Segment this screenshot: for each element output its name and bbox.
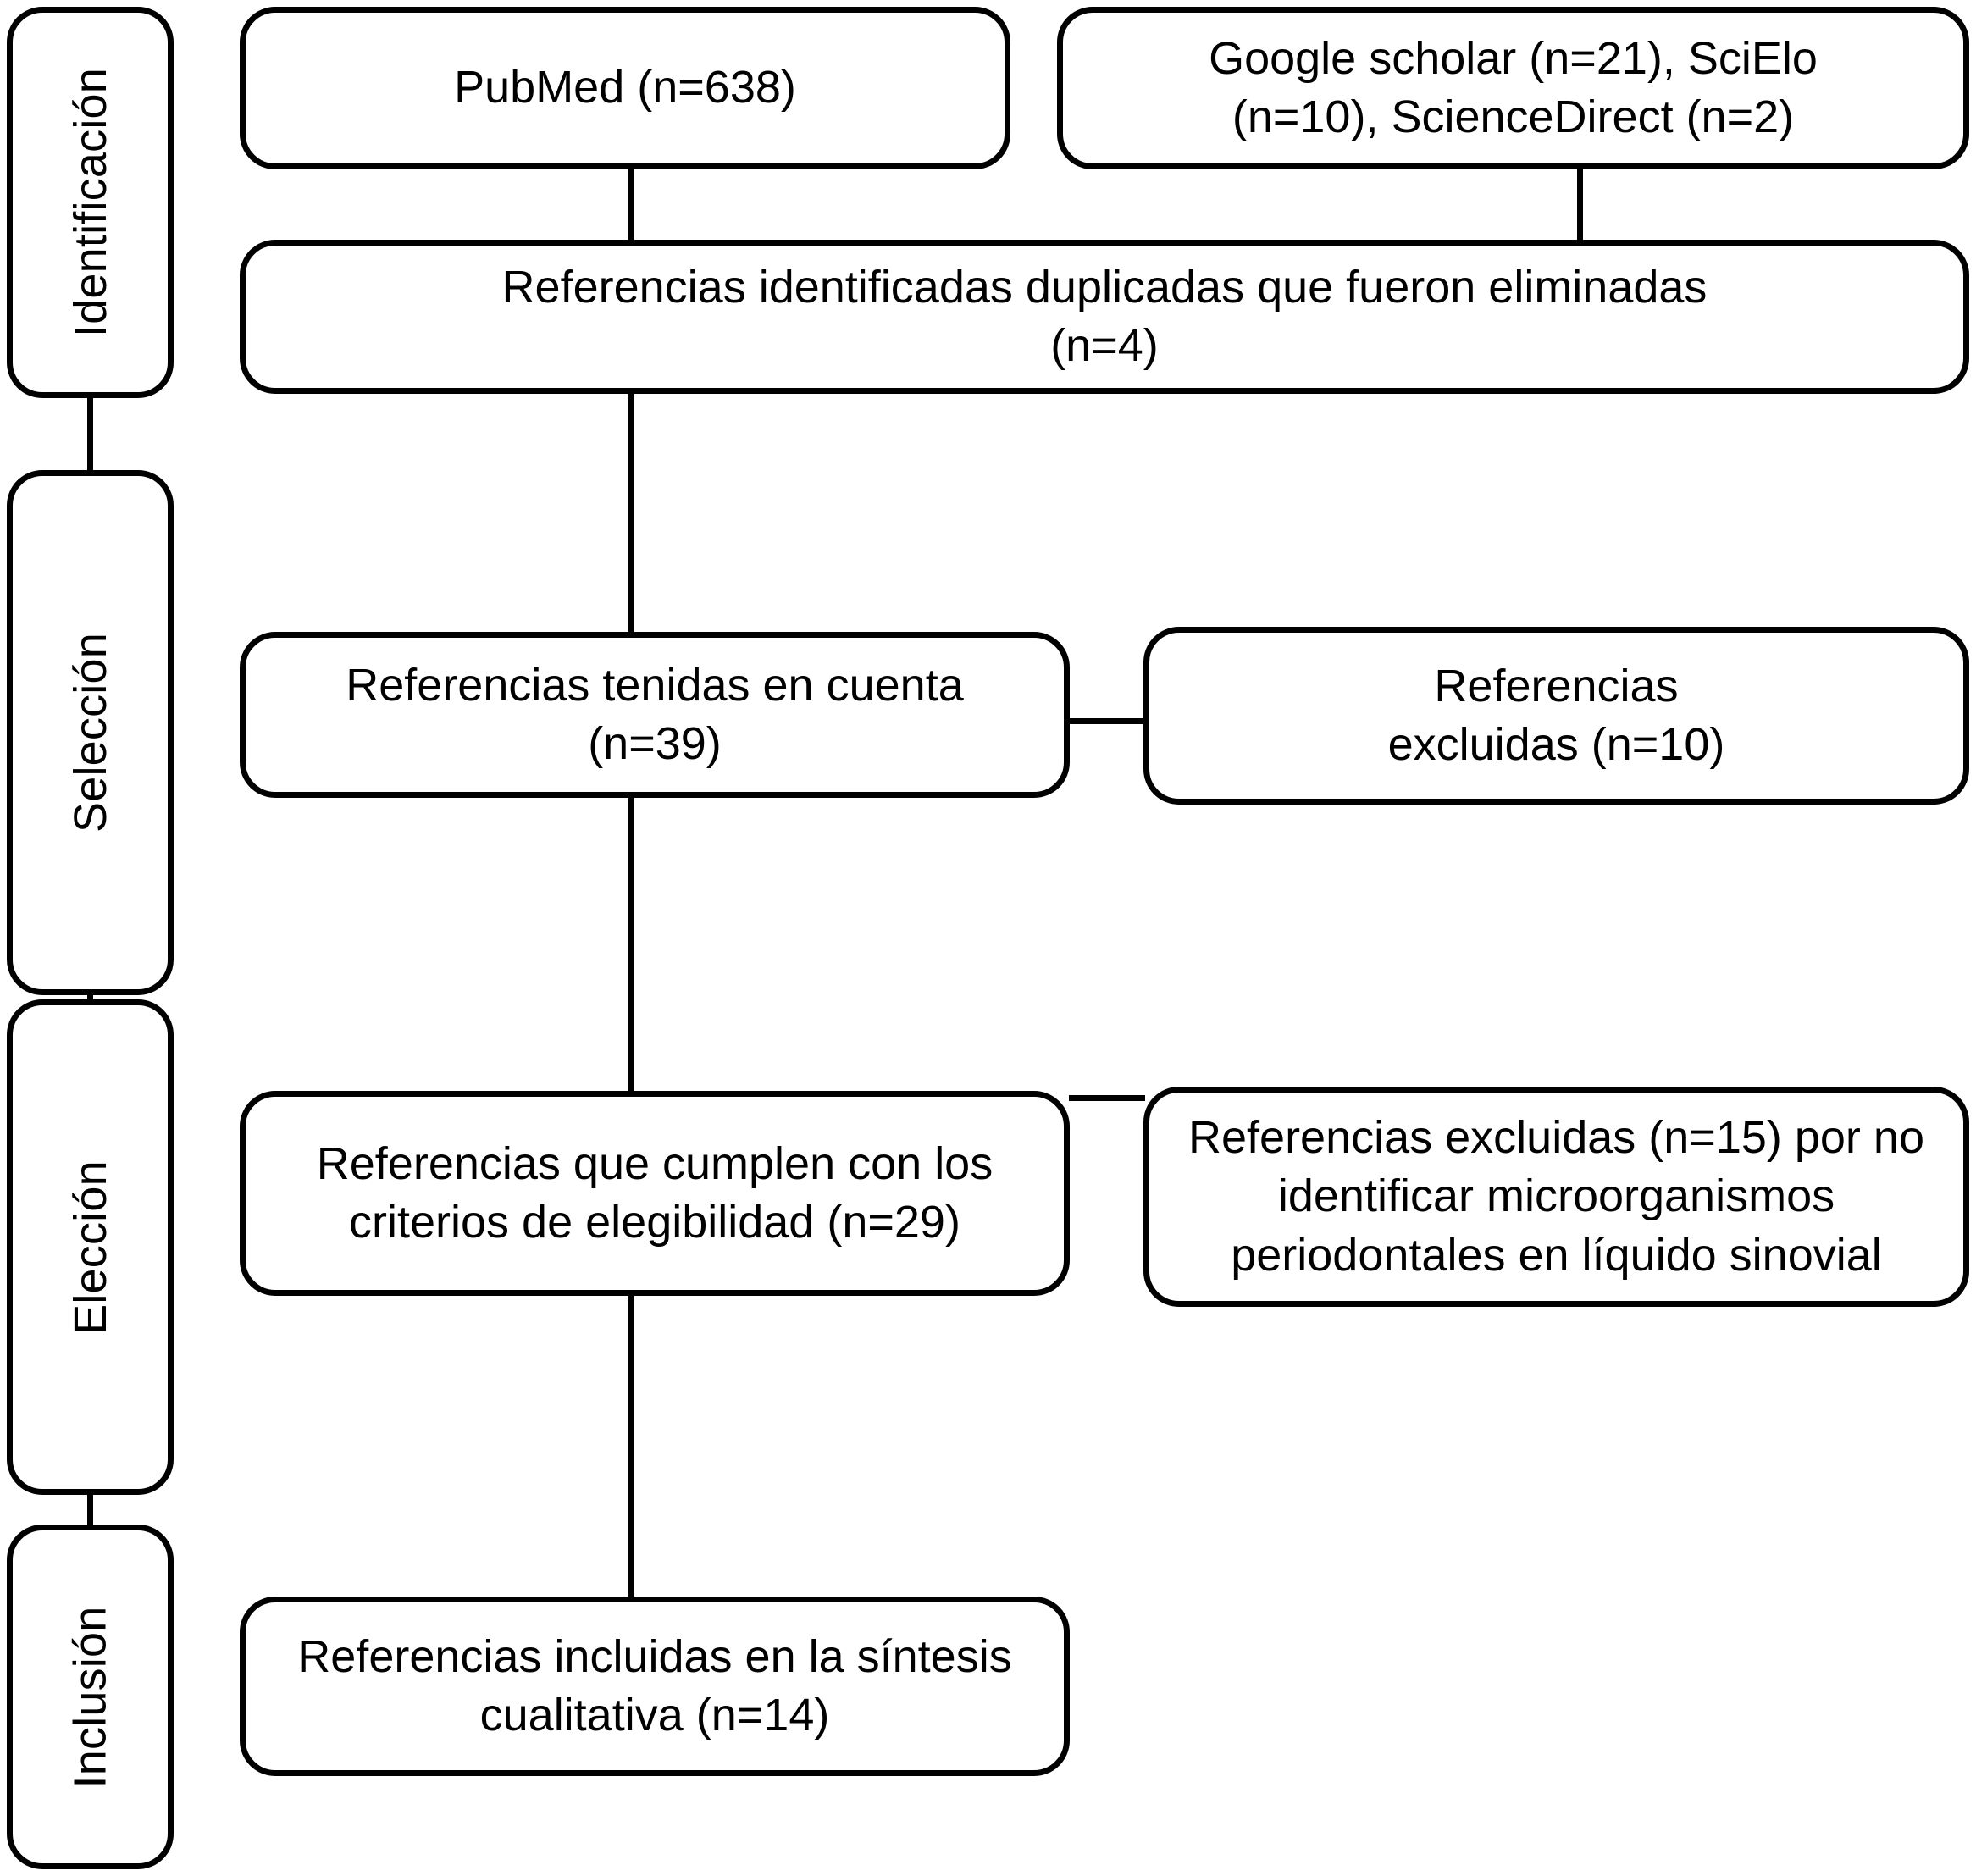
stage-eleccion: Elección: [7, 999, 174, 1495]
connector-screened-to-excluded-1: [1069, 718, 1145, 724]
connector-pubmed-to-duplicates: [628, 166, 634, 242]
node-records-excluded-screening[interactable]: Referencias excluidas (n=10): [1143, 627, 1969, 805]
stage-connector-2: [87, 992, 93, 1003]
stage-inclusion: Inclusión: [7, 1525, 174, 1869]
node-records-excluded-screening-text: Referencias excluidas (n=10): [1387, 660, 1725, 770]
node-pubmed-text: PubMed (n=638): [454, 62, 796, 113]
connector-screened-to-eligible: [628, 796, 634, 1093]
stage-inclusion-label: Inclusión: [64, 1606, 116, 1788]
connector-eligible-to-excluded-2: [1069, 1095, 1145, 1101]
node-records-excluded-eligibility[interactable]: Referencias excluidas (n=15) por no iden…: [1143, 1087, 1969, 1307]
connector-eligible-to-included: [628, 1294, 634, 1599]
node-duplicates-removed[interactable]: Referencias identificadas duplicadas que…: [240, 240, 1969, 394]
node-eligible-records-text: Referencias que cumplen con los criterio…: [316, 1137, 994, 1248]
stage-connector-1: [87, 395, 93, 473]
stage-eleccion-label: Elección: [64, 1159, 116, 1335]
stage-seleccion: Selección: [7, 470, 174, 995]
connector-duplicates-to-screened: [628, 391, 634, 633]
node-included-qualitative-synthesis[interactable]: Referencias incluidas en la síntesis cua…: [240, 1597, 1070, 1776]
connector-other-sources-to-duplicates: [1577, 166, 1583, 242]
stage-connector-3: [87, 1491, 93, 1528]
node-eligible-records[interactable]: Referencias que cumplen con los criterio…: [240, 1091, 1070, 1296]
node-records-excluded-eligibility-text: Referencias excluidas (n=15) por no iden…: [1188, 1112, 1924, 1281]
stage-identificacion: Identificación: [7, 7, 174, 398]
stage-seleccion-label: Selección: [64, 633, 116, 833]
node-pubmed[interactable]: PubMed (n=638): [240, 7, 1010, 169]
node-other-sources[interactable]: Google scholar (n=21), SciElo (n=10), Sc…: [1057, 7, 1969, 169]
stage-identificacion-label: Identificación: [64, 68, 116, 337]
node-duplicates-removed-text: Referencias identificadas duplicadas que…: [501, 261, 1708, 371]
node-included-qualitative-synthesis-text: Referencias incluidas en la síntesis cua…: [297, 1630, 1012, 1740]
node-other-sources-text: Google scholar (n=21), SciElo (n=10), Sc…: [1209, 32, 1818, 142]
node-records-screened[interactable]: Referencias tenidas en cuenta (n=39): [240, 632, 1070, 798]
node-records-screened-text: Referencias tenidas en cuenta (n=39): [346, 659, 964, 769]
